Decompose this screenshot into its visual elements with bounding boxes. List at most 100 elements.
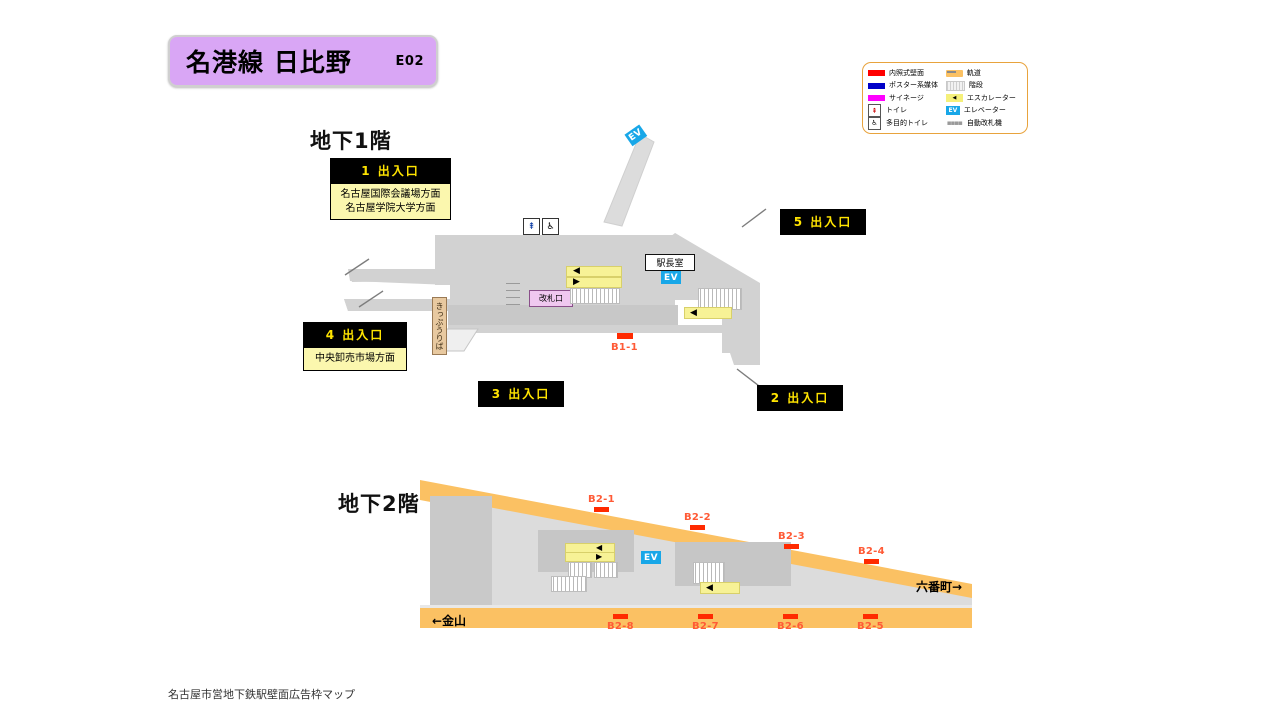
ad-frame-B2-5[interactable]: B2-5 — [857, 614, 884, 632]
escalator-icon — [945, 94, 963, 102]
escalator-arrow-left-icon: ◀ — [573, 266, 580, 276]
legend-label: エスカレーター — [966, 93, 1016, 102]
blue-swatch-icon — [868, 82, 885, 89]
b1-escalator-up: ◀ — [566, 266, 622, 277]
exit-1-sign[interactable]: 1 出入口 名古屋国際会議場方面 名古屋学院大学方面 — [330, 158, 451, 220]
station-title-banner: 名港線 日比野 E02 — [168, 35, 438, 87]
ticket-gate-label: 改札口 — [529, 290, 573, 307]
elevator-icon: EV — [945, 106, 960, 115]
legend-item-backlit-wall: 内照式壁面 — [868, 67, 946, 79]
automatic-ticket-gates — [506, 283, 520, 305]
b2-stairs-b — [594, 562, 618, 578]
floor-label-b1: 地下1階 — [310, 129, 392, 153]
ad-frame-B2-3[interactable]: B2-3 — [778, 531, 805, 549]
footer-note: 名古屋市営地下鉄駅壁面広告枠マップ — [168, 688, 355, 701]
ad-marker — [689, 525, 705, 530]
legend-item-poster-media: ポスター系媒体 — [868, 80, 946, 92]
stairs-icon — [945, 80, 965, 91]
ad-frame-label: B1-1 — [611, 342, 638, 353]
toilet-icon: ⇞ — [868, 104, 881, 117]
exit-4-title: 4 出入口 — [304, 323, 406, 347]
exit-5-title: 5 出入口 — [781, 210, 865, 234]
escalator-arrow-left-icon: ◀ — [596, 543, 603, 552]
ticket-gate-icon: ▪▪▪▪ — [946, 119, 963, 127]
legend-label: 多目的トイレ — [886, 118, 928, 127]
ad-marker — [612, 614, 628, 619]
legend-item-escalator: エスカレーター — [945, 92, 1022, 104]
ad-marker — [783, 544, 799, 549]
ad-frame-B1-1[interactable]: B1-1 — [611, 333, 638, 353]
exit-3-title: 3 出入口 — [479, 382, 563, 406]
legend-item-ticket-gate: ▪▪▪▪ 自動改札機 — [946, 117, 1022, 129]
ad-marker — [782, 614, 798, 619]
ad-frame-label: B2-4 — [858, 546, 885, 557]
exit-4-sign[interactable]: 4 出入口 中央卸売市場方面 — [303, 322, 407, 371]
b2-escalator-down: ▶ — [565, 552, 615, 562]
legend-label: ポスター系媒体 — [889, 81, 938, 89]
legend-label: 階段 — [968, 81, 983, 89]
legend-item-accessible-toilet: ♿ 多目的トイレ — [868, 116, 946, 130]
line-and-station-name: 名港線 日比野 — [186, 48, 352, 77]
escalator-arrow-left-icon: ◀ — [690, 307, 697, 318]
legend-item-elevator: EV エレベーター — [945, 105, 1022, 117]
b2-stairs-c — [551, 576, 587, 592]
exit-1-destinations: 名古屋国際会議場方面 名古屋学院大学方面 — [331, 183, 450, 219]
b1-escalator-down: ▶ — [566, 277, 622, 288]
red-swatch-icon — [868, 70, 885, 76]
legend-label: エレベーター — [963, 106, 1006, 114]
legend-column-right: 軌道 階段 エスカレーター EV エレベーター ▪▪▪▪ 自動改札機 — [945, 67, 1022, 129]
b2-platform-diagram — [420, 472, 972, 630]
ad-frame-B2-6[interactable]: B2-6 — [777, 614, 804, 632]
ad-marker — [863, 559, 879, 564]
map-legend: 内照式壁面 ポスター系媒体 サイネージ ⇞ トイレ ♿ 多目的トイレ 軌道 — [862, 62, 1028, 134]
b2-stairs-a — [568, 562, 592, 578]
exit-5-sign[interactable]: 5 出入口 — [780, 209, 866, 235]
floor-label-b2: 地下2階 — [338, 492, 420, 516]
b1-elevator-chip: EV — [661, 271, 681, 284]
ad-frame-B2-8[interactable]: B2-8 — [607, 614, 634, 632]
ad-marker — [697, 614, 713, 619]
direction-label-rokubancho: 六番町→ — [916, 580, 963, 594]
toilet-icon: ⇞ — [523, 218, 540, 235]
exit-1-title: 1 出入口 — [331, 159, 450, 183]
stationmaster-office-label: 駅長室 — [645, 254, 695, 271]
legend-item-signage: サイネージ — [868, 92, 946, 104]
legend-label: トイレ — [886, 106, 907, 114]
legend-label: 内照式壁面 — [889, 68, 924, 77]
b1-stairs-center — [570, 288, 620, 304]
escalator-arrow-right-icon: ▶ — [596, 552, 603, 561]
exit-2-title: 2 出入口 — [758, 386, 842, 410]
ad-frame-label: B2-1 — [588, 494, 615, 505]
ad-frame-B2-1[interactable]: B2-1 — [588, 494, 615, 512]
b1-corridor-line-exit5 — [741, 208, 767, 228]
b1-escalator-east: ◀ — [684, 307, 732, 319]
ad-frame-B2-2[interactable]: B2-2 — [684, 512, 711, 530]
b1-corridor-line-lower — [358, 290, 384, 308]
exit-3-sign[interactable]: 3 出入口 — [478, 381, 564, 407]
ad-frame-B2-7[interactable]: B2-7 — [692, 614, 719, 632]
accessible-toilet-icon: ♿ — [542, 218, 559, 235]
b2-escalator-east: ◀ — [700, 582, 740, 594]
escalator-arrow-right-icon: ▶ — [573, 277, 580, 287]
legend-label: サイネージ — [889, 93, 924, 102]
escalator-arrow-left-icon: ◀ — [706, 582, 713, 593]
magenta-swatch-icon — [868, 95, 885, 101]
ad-frame-B2-4[interactable]: B2-4 — [858, 546, 885, 564]
ad-frame-label: B2-8 — [607, 621, 634, 632]
b2-elevator-chip: EV — [641, 551, 661, 564]
ad-frame-label: B2-3 — [778, 531, 805, 542]
ticket-counter-sign: きっぷうりば — [432, 297, 447, 355]
exit-2-sign[interactable]: 2 出入口 — [757, 385, 843, 411]
legend-item-track: 軌道 — [945, 67, 1022, 79]
ad-marker — [862, 614, 878, 619]
ad-marker — [593, 507, 609, 512]
exit-4-destinations: 中央卸売市場方面 — [304, 347, 406, 370]
legend-item-stairs: 階段 — [945, 80, 1022, 92]
legend-column-left: 内照式壁面 ポスター系媒体 サイネージ ⇞ トイレ ♿ 多目的トイレ — [868, 67, 946, 130]
direction-label-kanayama: ←金山 — [432, 614, 467, 628]
accessible-toilet-icon: ♿ — [868, 116, 881, 130]
track-icon — [945, 69, 963, 77]
ad-frame-label: B2-7 — [692, 621, 719, 632]
station-code: E02 — [395, 53, 424, 69]
